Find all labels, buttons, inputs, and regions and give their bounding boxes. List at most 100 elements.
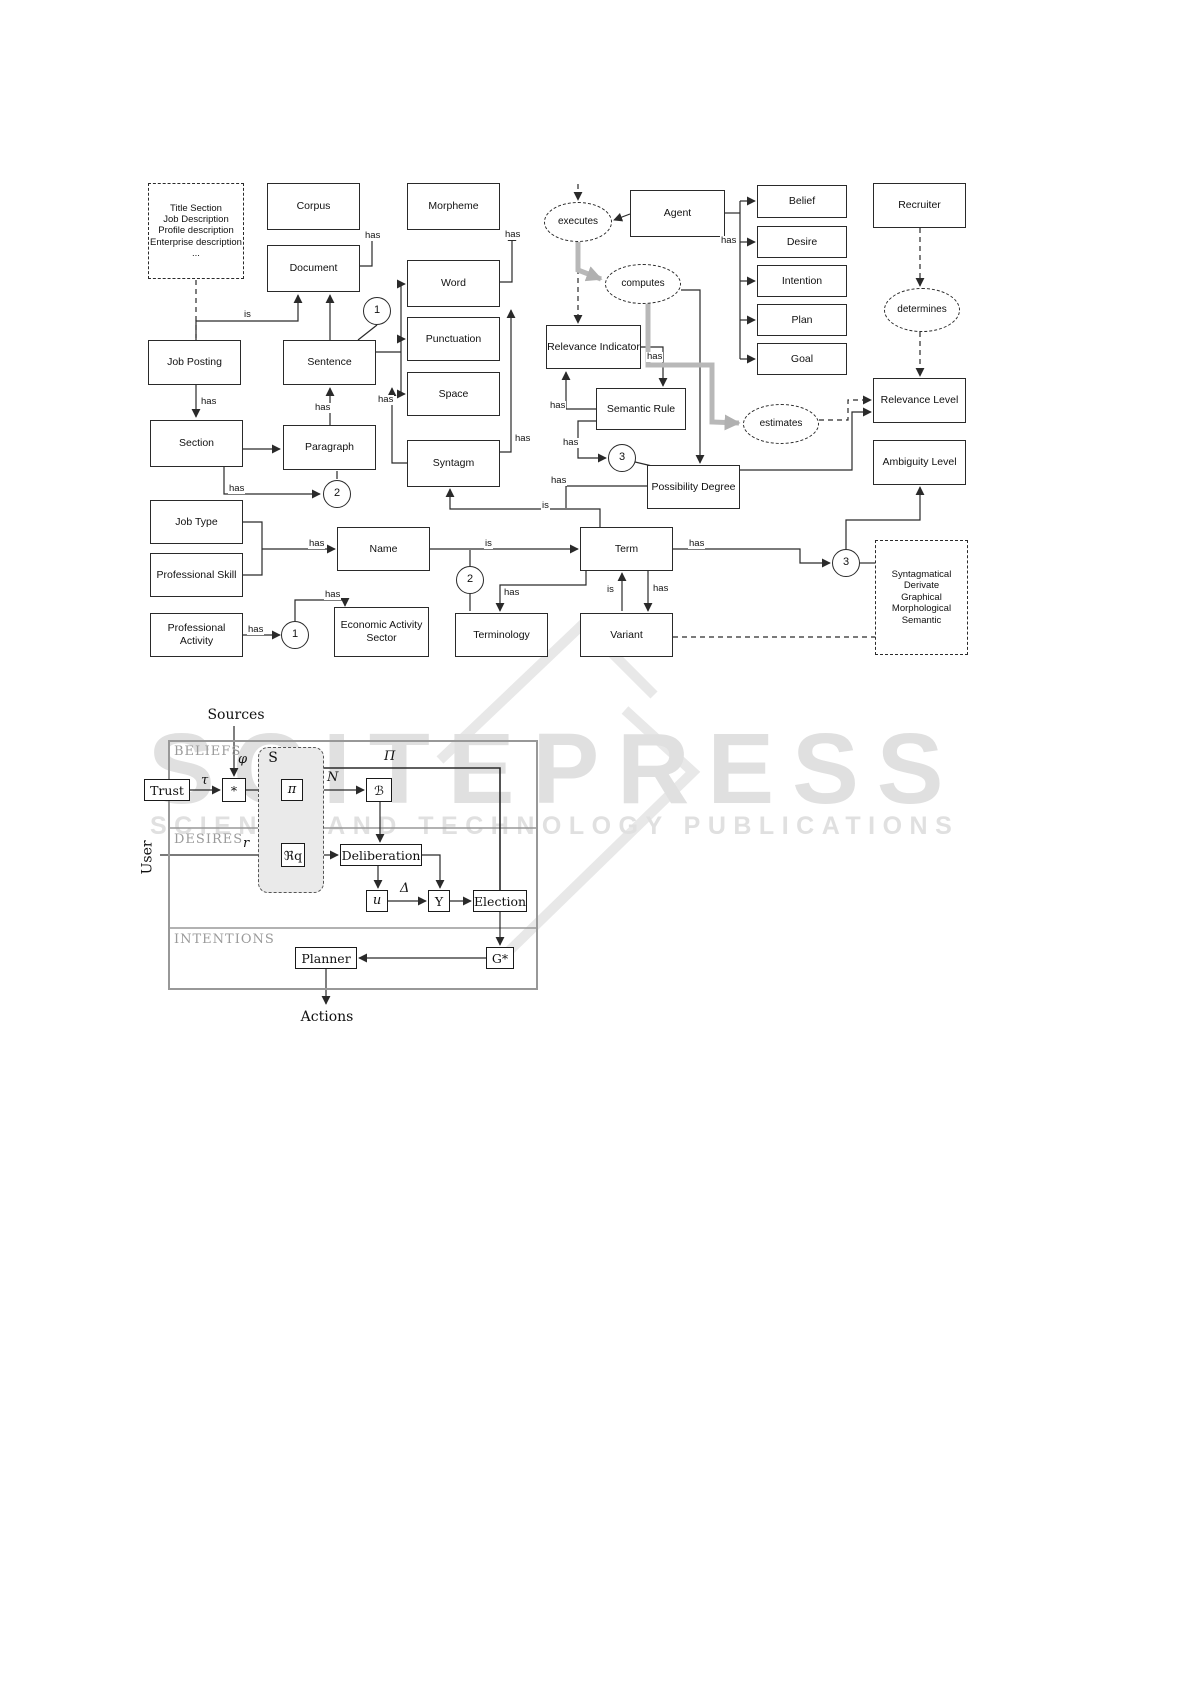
name-box: Name [337, 527, 430, 571]
semantic-rule: Semantic Rule [596, 388, 686, 430]
edge-label-has: has [377, 394, 395, 405]
belief-label: Belief [788, 195, 816, 208]
pi-op-label: π [287, 782, 297, 798]
ambiguity-level-label: Ambiguity Level [882, 456, 957, 469]
edge-label-has: has [324, 589, 342, 600]
note-title-section-label: ... [192, 248, 200, 260]
planner-label: Planner [301, 950, 351, 966]
job-type: Job Type [150, 500, 243, 544]
terminology: Terminology [455, 613, 548, 657]
possibility-degree-label: Possibility Degree [651, 480, 736, 493]
edge-label-Π: Π [384, 749, 396, 764]
recruiter-label: Recruiter [898, 199, 941, 212]
assoc-3-lower: 3 [832, 549, 860, 577]
sentence-label: Sentence [307, 356, 352, 369]
edge-label-has: has [314, 402, 332, 413]
name-box-label: Name [369, 542, 398, 555]
edge-label-has: has [646, 351, 664, 362]
upsilon-op-label: Υ [434, 893, 444, 909]
economic-activity-sector-label: Economic Activity [340, 619, 423, 632]
section: Section [150, 420, 243, 467]
corpus-label: Corpus [296, 200, 331, 213]
assoc-2-upper-label: 2 [333, 487, 341, 500]
document: Document [267, 245, 360, 292]
desires-section-label: DESIRES [174, 832, 264, 848]
estimates: estimates [743, 404, 819, 444]
edge-label-is: is [606, 584, 615, 595]
edge-label-has: has [364, 230, 382, 241]
edge-label-τ: τ [201, 773, 209, 788]
edge-label-has: has [562, 437, 580, 448]
assoc-1-upper-label: 1 [373, 304, 381, 317]
space: Space [407, 372, 500, 416]
edge-label-has: has [549, 400, 567, 411]
note-title-section-label: Enterprise description [150, 236, 242, 248]
paragraph-label: Paragraph [304, 441, 355, 454]
terminology-label: Terminology [473, 628, 530, 641]
edge-label-Δ: Δ [400, 881, 410, 896]
semantic-rule-label: Semantic Rule [606, 402, 676, 415]
note-title-section-label: Title Section [170, 202, 222, 214]
election: Election [473, 890, 527, 912]
note-variant-types-label: Derivate [903, 580, 940, 592]
upsilon-op: Υ [428, 890, 450, 912]
relevance-level-label: Relevance Level [880, 394, 959, 407]
edge-label-has: has [504, 229, 522, 240]
planner: Planner [295, 947, 357, 969]
note-variant-types-label: Morphological [891, 603, 952, 615]
professional-skill-label: Professional Skill [156, 568, 237, 581]
edge-label-is: is [541, 500, 550, 511]
user-label-label: User [139, 840, 156, 874]
plan-label: Plan [791, 313, 813, 326]
edge-label-has: has [688, 538, 706, 549]
intentions-section-label: INTENTIONS [174, 932, 284, 948]
ambiguity-level: Ambiguity Level [873, 440, 966, 485]
word: Word [407, 260, 500, 307]
u-op-label: u [372, 893, 382, 909]
plan: Plan [757, 304, 847, 336]
goal-label: Goal [790, 352, 814, 365]
assoc-3-upper-label: 3 [618, 451, 626, 464]
trust-label: Trust [150, 782, 184, 798]
syntagm: Syntagm [407, 440, 500, 487]
beliefs-section-label-label: BELIEFS [174, 744, 242, 759]
morpheme: Morpheme [407, 183, 500, 230]
term-label: Term [614, 542, 639, 555]
punctuation-label: Punctuation [425, 332, 482, 345]
agent-label: Agent [663, 207, 692, 220]
actions-label-label: Actions [300, 1008, 354, 1025]
economic-activity-sector-label: Sector [366, 632, 397, 644]
star-op-label: * [230, 782, 238, 798]
edge-label-has: has [503, 587, 521, 598]
edge-label-has: has [720, 235, 738, 246]
edge-label-r: r [243, 836, 250, 851]
g-star: G* [486, 947, 514, 969]
sentence: Sentence [283, 340, 376, 385]
job-type-label: Job Type [175, 515, 218, 528]
edge-label-is: is [243, 309, 252, 320]
goal: Goal [757, 343, 847, 375]
edge-label-is: is [484, 538, 493, 549]
actions-label: Actions [292, 1008, 362, 1026]
sources-label-label: Sources [207, 706, 265, 723]
edge-label-has: has [514, 433, 532, 444]
intentions-section-label-label: INTENTIONS [174, 932, 275, 947]
edge-label-has: has [200, 396, 218, 407]
note-variant-types-label: Graphical [901, 591, 942, 603]
desire-label: Desire [786, 235, 818, 248]
beliefs-section-label: BELIEFS [174, 744, 264, 760]
edge-label-has: has [228, 483, 246, 494]
section-label: Section [178, 437, 215, 450]
note-title-section-label: Profile description [158, 225, 234, 237]
intention-label: Intention [781, 274, 823, 287]
desires-section-label-label: DESIRES [174, 832, 244, 847]
rq-op: ℜq [281, 843, 305, 867]
star-op: * [222, 778, 246, 802]
u-op: u [366, 890, 388, 912]
executes: executes [544, 202, 612, 242]
variant: Variant [580, 613, 673, 657]
desire: Desire [757, 226, 847, 258]
